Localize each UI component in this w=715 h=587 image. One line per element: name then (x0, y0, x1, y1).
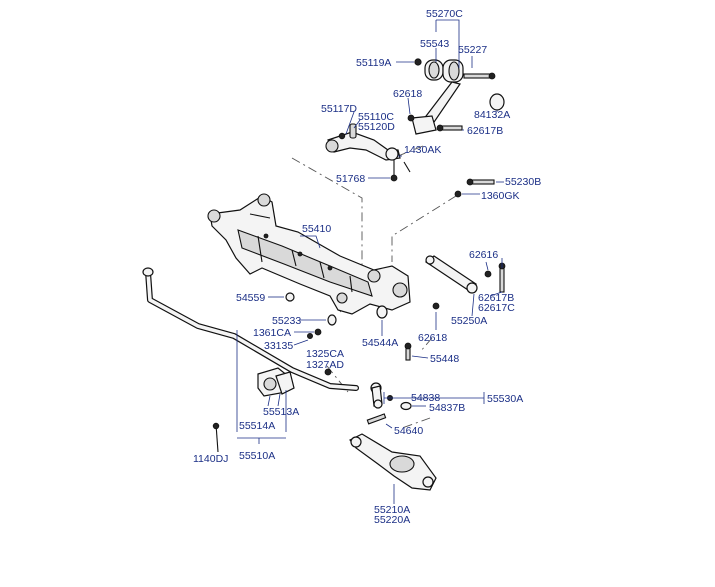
part-labels: 55270C 55543 55227 55119A 84132A 62618 6… (193, 8, 541, 526)
label-1360GK: 1360GK (481, 190, 520, 202)
label-1430AK: 1430AK (404, 144, 441, 156)
label-51768: 51768 (336, 173, 365, 185)
label-1327AD: 1327AD (306, 359, 344, 371)
trailing-arm-55110C (327, 131, 401, 161)
label-55117D: 55117D (321, 103, 357, 115)
washer-62618 (407, 114, 415, 122)
label-54640: 54640 (394, 425, 423, 437)
label-62618-lower: 62618 (418, 332, 447, 344)
trailing-arm (325, 123, 411, 182)
upper-arm-assembly (407, 58, 505, 135)
label-55250A: 55250A (451, 315, 487, 327)
label-55514A: 55514A (239, 420, 275, 432)
nut-1360GK (454, 190, 462, 198)
label-55530A: 55530A (487, 393, 523, 405)
bolt-1140DJ (212, 422, 220, 430)
label-55230B: 55230B (505, 176, 541, 188)
label-33135: 33135 (264, 340, 293, 352)
label-54837B: 54837B (429, 402, 465, 414)
label-55513A: 55513A (263, 406, 299, 418)
stabilizer-bar-55510A (142, 267, 359, 453)
label-62618-upper: 62618 (393, 88, 422, 100)
label-1361CA: 1361CA (253, 327, 291, 339)
stabilizer-link-55530A (370, 382, 412, 411)
label-55233: 55233 (272, 315, 301, 327)
hardware (285, 178, 495, 376)
nut-51768 (390, 174, 398, 182)
label-62617B-lower: 62617B (478, 292, 514, 304)
bolt-55230B (469, 179, 495, 185)
washer-62618-lower (432, 302, 440, 310)
leader-lines (236, 19, 504, 504)
bushing-54559 (285, 292, 295, 302)
washer-54837B (400, 401, 412, 411)
label-55543: 55543 (420, 38, 449, 50)
label-55410: 55410 (302, 223, 331, 235)
label-1140DJ: 1140DJ (193, 453, 228, 465)
label-55270C: 55270C (426, 8, 463, 20)
bolt-54640 (366, 413, 387, 425)
label-55220A: 55220A (374, 514, 410, 526)
bolt-33135 (306, 332, 313, 339)
nut-1361CA (314, 328, 322, 336)
label-1325CA: 1325CA (306, 348, 344, 360)
bolt-55117D (338, 132, 346, 140)
label-55120D: 55120D (358, 121, 395, 133)
label-55110C: 55110C (358, 111, 394, 123)
washer-62616 (484, 270, 492, 278)
label-62617C: 62617C (478, 302, 515, 314)
label-55448: 55448 (430, 353, 459, 365)
nut-84132A (489, 93, 505, 111)
label-54559: 54559 (236, 292, 265, 304)
label-62617B-upper: 62617B (467, 125, 503, 137)
bolt-1325CA (324, 368, 332, 376)
bushing-54544A (376, 305, 388, 319)
label-55210A: 55210A (374, 504, 410, 516)
bolt-55227 (463, 73, 491, 79)
crossmember-55410 (207, 193, 411, 315)
label-55510A: 55510A (239, 450, 275, 462)
label-55227: 55227 (458, 44, 487, 56)
bushing-55233 (327, 314, 337, 326)
label-62616: 62616 (469, 249, 498, 261)
bolt-62617B-lower (499, 267, 505, 293)
lower-arm-55210A (349, 413, 437, 491)
label-54544A: 54544A (362, 337, 398, 349)
label-55119A: 55119A (356, 57, 391, 69)
label-84132A: 84132A (474, 109, 510, 121)
nut-55119A (414, 58, 422, 66)
label-54838: 54838 (411, 392, 440, 404)
